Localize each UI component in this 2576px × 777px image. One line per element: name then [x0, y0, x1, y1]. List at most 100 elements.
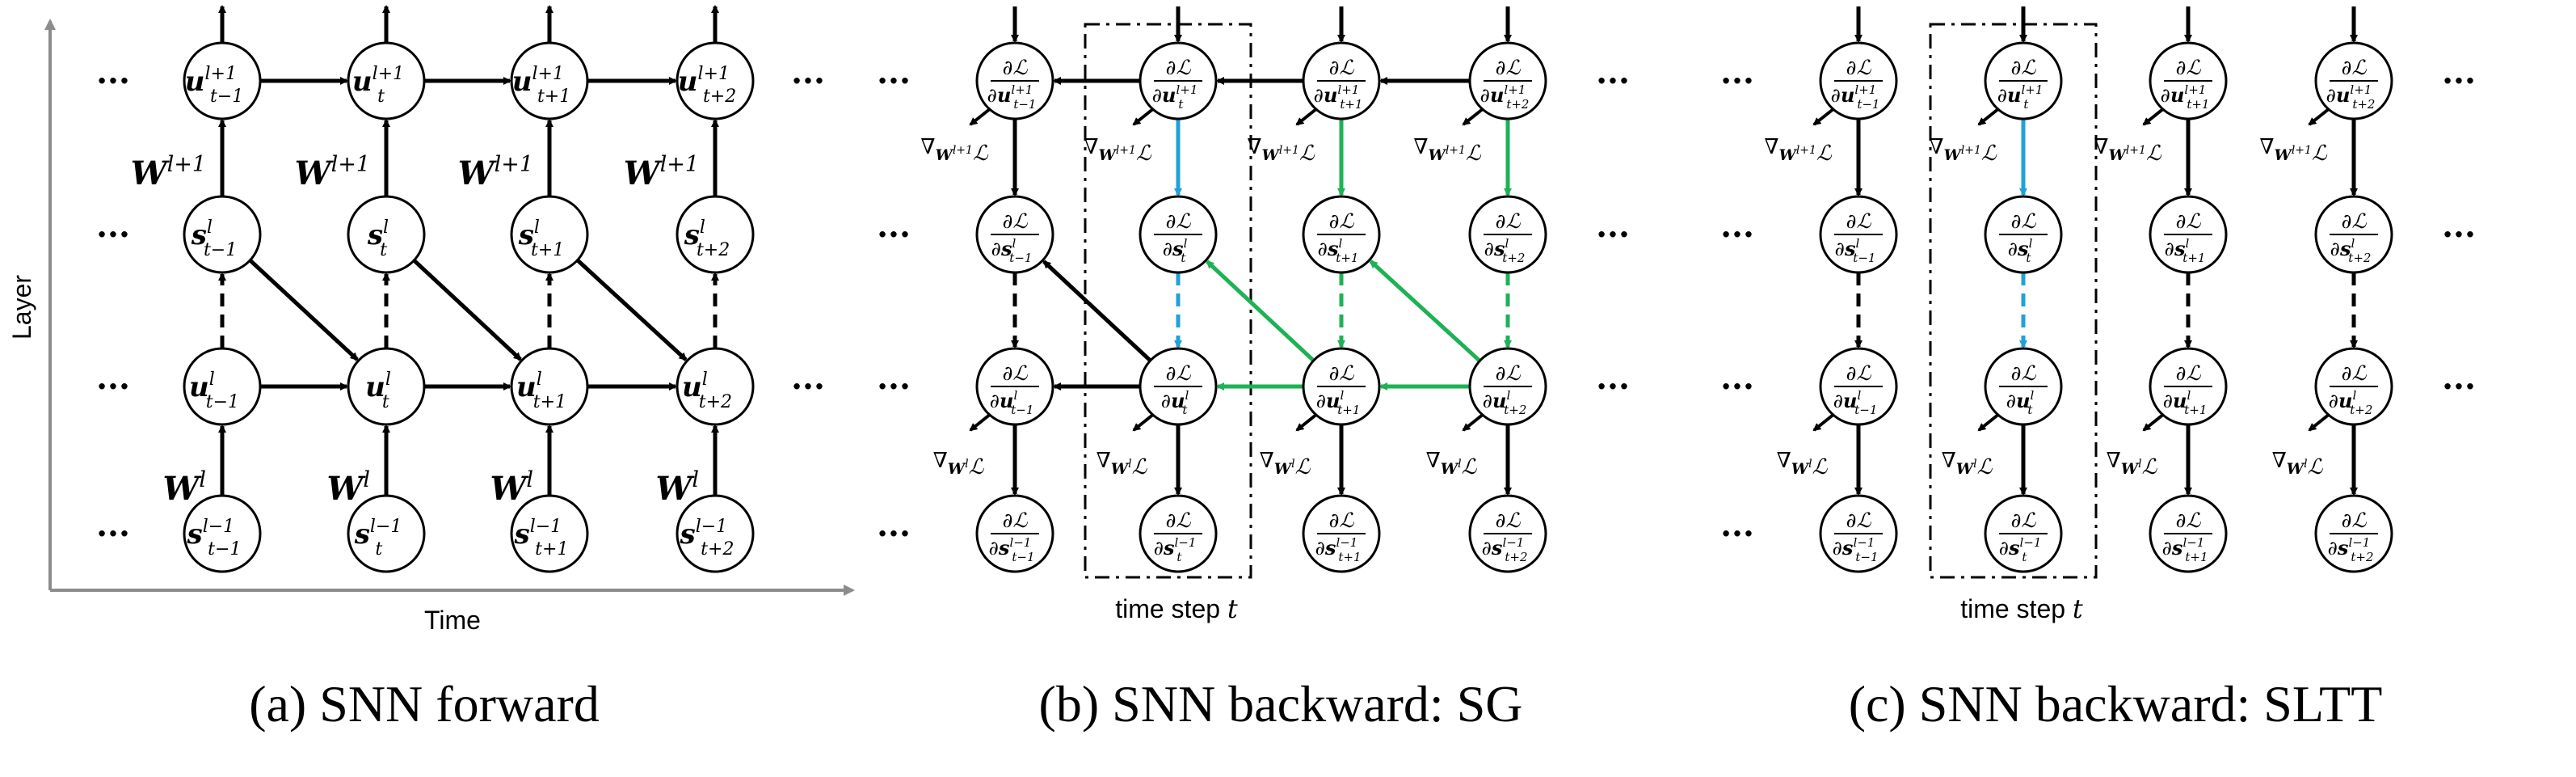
panel-a-node-s-1-1 — [347, 195, 426, 274]
panel-c-weight-grad-arrow-lower — [2308, 412, 2331, 432]
panel-b-reset-grad-arrow — [1042, 260, 1152, 362]
panel-c-grad-node-s-1-3-numerator: ∂ℒ — [2342, 209, 2368, 233]
panel-b-grad-node-s-3-0-numerator: ∂ℒ — [1003, 509, 1029, 532]
panel-a-node-s-3-0 — [183, 494, 262, 573]
panel-b-ellipsis-left: ··· — [877, 515, 911, 553]
panel-b-nabla-lower-label: ∇Wlℒ — [1426, 449, 1478, 479]
panel-b-nabla-lower-label: ∇Wlℒ — [933, 449, 985, 479]
panel-b-ellipsis-right: ··· — [1596, 368, 1630, 406]
caption-panel-b: (b) SNN backward: SG — [1039, 675, 1523, 733]
panel-c-time-window-label: time step t — [1960, 593, 2083, 624]
panel-c-grad-node-s-1-1-numerator: ∂ℒ — [2011, 209, 2037, 233]
panel-b-grad-node-u-0-1-numerator: ∂ℒ — [1166, 56, 1192, 79]
panel-b-grad-node-s-1-1-numerator: ∂ℒ — [1166, 209, 1192, 233]
panel-a-weight-upper-label: Wl+1 — [458, 152, 533, 192]
panel-a-weight-lower-label: Wl — [490, 467, 533, 508]
panel-a-node-s-3-3 — [676, 494, 755, 573]
panel-a-weight-upper-label: Wl+1 — [131, 152, 206, 192]
panel-b-weight-grad-arrow-lower — [1462, 412, 1485, 432]
panel-a-node-u-0-0 — [183, 41, 262, 120]
panel-b-nabla-upper-label: ∇Wl+1ℒ — [1247, 135, 1315, 166]
panel-c-time-window-box — [1929, 23, 2098, 579]
panel-b-weight-grad-arrow-lower — [969, 412, 992, 432]
panel-b-nabla-lower-label: ∇Wlℒ — [1096, 449, 1148, 479]
panel-b-weight-grad-arrow-lower — [1132, 412, 1155, 432]
panel-c-weight-grad-arrow-lower — [1977, 412, 2001, 432]
panel-b-weight-grad-arrow-upper — [1295, 107, 1319, 126]
panel-a-node-s-3-2 — [510, 494, 589, 573]
panel-b-grad-node-u-0-0-numerator: ∂ℒ — [1003, 56, 1029, 79]
panel-b-ellipsis-right: ··· — [1596, 62, 1630, 100]
panel-b-ellipsis-left: ··· — [877, 368, 911, 406]
panel-c-grad-node-u-2-0-numerator: ∂ℒ — [1846, 361, 1872, 385]
panel-c-nabla-upper-label: ∇Wl+1ℒ — [2259, 135, 2328, 166]
panel-a-node-u-2-1 — [347, 347, 426, 426]
panel-b-grad-node-s-1-2-numerator: ∂ℒ — [1329, 209, 1355, 233]
panel-a-reset-arrow — [575, 258, 688, 361]
panel-a-node-s-1-3 — [676, 195, 755, 274]
panel-b-grad-node-u-0-2-numerator: ∂ℒ — [1329, 56, 1355, 79]
panel-c-grad-node-u-2-3-numerator: ∂ℒ — [2342, 361, 2368, 385]
x-axis-label: Time — [424, 606, 481, 635]
panel-b-weight-grad-arrow-upper — [1462, 107, 1485, 126]
caption-panel-a: (a) SNN forward — [249, 675, 600, 733]
panel-b-grad-node-s-3-1-numerator: ∂ℒ — [1166, 509, 1192, 532]
panel-b-grad-node-u-2-1-numerator: ∂ℒ — [1166, 361, 1192, 385]
panel-a-ellipsis-left: ··· — [96, 62, 130, 100]
panel-c-nabla-upper-label: ∇Wl+1ℒ — [1764, 135, 1833, 166]
panel-b-nabla-upper-label: ∇Wl+1ℒ — [1084, 135, 1152, 166]
panel-a-node-u-0-2 — [510, 41, 589, 120]
panel-a-weight-upper-label: Wl+1 — [624, 152, 699, 192]
panel-c-weight-grad-arrow-lower — [2142, 412, 2166, 432]
panel-b-nabla-upper-label: ∇Wl+1ℒ — [920, 135, 989, 166]
panel-b-grad-node-u-0-3-numerator: ∂ℒ — [1496, 56, 1522, 79]
panel-b-ellipsis-left: ··· — [877, 216, 911, 254]
y-axis-label: Layer — [7, 275, 36, 340]
panel-b-reset-grad-arrow — [1369, 260, 1481, 363]
panel-c-ellipsis-left: ··· — [1720, 62, 1754, 100]
panel-c-ellipsis-right: ··· — [2442, 216, 2476, 254]
panel-c-grad-node-u-0-0-numerator: ∂ℒ — [1846, 56, 1872, 79]
panel-c-ellipsis-left: ··· — [1720, 216, 1754, 254]
panel-b-nabla-lower-label: ∇Wlℒ — [1260, 449, 1311, 479]
panel-b-weight-grad-arrow-upper — [969, 107, 992, 126]
panel-b-weight-grad-arrow-upper — [1132, 107, 1155, 126]
panel-c-nabla-lower-label: ∇Wlℒ — [2107, 449, 2158, 479]
panel-c-grad-node-u-0-2-numerator: ∂ℒ — [2176, 56, 2202, 79]
panel-c-ellipsis-left: ··· — [1720, 515, 1754, 553]
panel-c-nabla-lower-label: ∇Wlℒ — [1777, 449, 1829, 479]
panel-c-ellipsis-right: ··· — [2442, 62, 2476, 100]
panel-a-node-u-2-2 — [510, 347, 589, 426]
panel-b-grad-node-s-1-3-numerator: ∂ℒ — [1496, 209, 1522, 233]
panel-b-grad-node-s-3-3-numerator: ∂ℒ — [1496, 509, 1522, 532]
panel-c-grad-node-u-2-2-numerator: ∂ℒ — [2176, 361, 2202, 385]
panel-c-grad-node-u-0-1-numerator: ∂ℒ — [2011, 56, 2037, 79]
panel-b-reset-grad-arrow — [1206, 260, 1315, 362]
